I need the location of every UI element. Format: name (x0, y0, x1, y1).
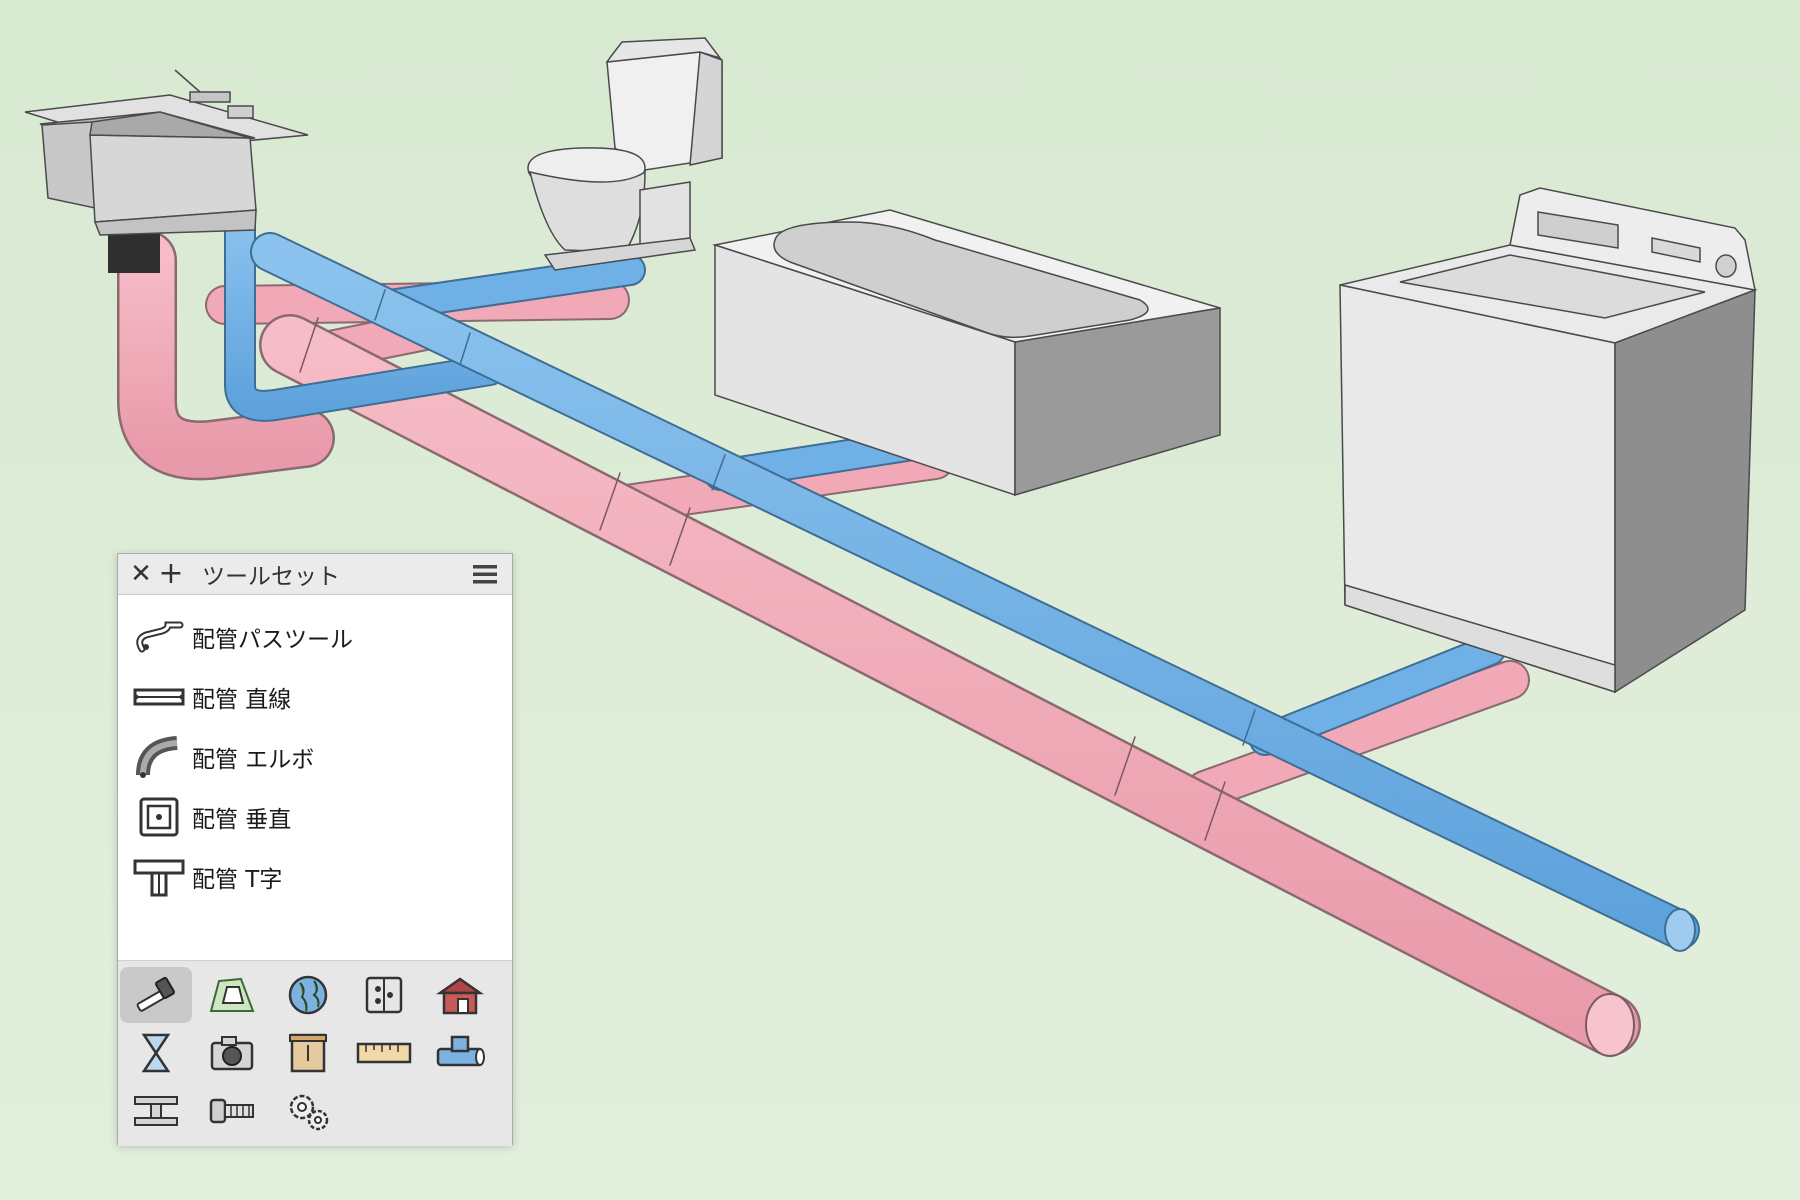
tool-list: 配管パスツール 配管 直線 配管 エルボ 配管 垂直 配管 T字 (118, 595, 512, 993)
tool-label: 配管パスツール (192, 627, 353, 653)
toolset-palette[interactable]: ✕ + ツールセット 配管パスツール 配管 直線 配管 エルボ (117, 553, 513, 1146)
cabinet-icon[interactable] (272, 1025, 344, 1081)
tool-pipe-tee[interactable]: 配管 T字 (118, 847, 512, 907)
bathtub-side (1014, 307, 1221, 497)
camera-icon[interactable] (196, 1025, 268, 1081)
hammer-icon[interactable] (120, 967, 192, 1023)
pipe-tee-icon (132, 855, 186, 899)
ruler-icon[interactable] (348, 1025, 420, 1081)
palette-title: ツールセット (202, 564, 340, 590)
close-icon[interactable]: ✕ (130, 559, 152, 589)
add-icon[interactable]: + (158, 556, 184, 591)
sink-faucet (189, 91, 231, 103)
tool-pipe-straight[interactable]: 配管 直線 (118, 667, 512, 727)
washing-machine[interactable] (1339, 187, 1758, 694)
tool-label: 配管 垂直 (192, 807, 292, 833)
supply-pipes[interactable] (224, 199, 1700, 952)
pipe-straight-icon (132, 675, 186, 719)
tool-pipe-path[interactable]: 配管パスツール (118, 607, 512, 667)
sink[interactable] (24, 69, 309, 236)
toolset-icon-grid (118, 960, 512, 1146)
toilet[interactable] (527, 37, 723, 271)
bathtub-basin (773, 221, 1149, 339)
hamburger-menu-icon[interactable] (472, 561, 498, 587)
pipe-vertical-icon (132, 795, 186, 839)
pipe-fitting-icon[interactable] (424, 1025, 496, 1081)
drain-pipes[interactable] (108, 218, 1641, 1057)
pipe-elbow-icon (132, 735, 186, 779)
palette-header: ✕ + ツールセット (118, 554, 512, 595)
tool-label: 配管 T字 (192, 867, 283, 893)
steel-beam-icon[interactable] (120, 1083, 192, 1139)
drain-outlet (1585, 993, 1635, 1057)
hourglass-icon[interactable] (120, 1025, 192, 1081)
tool-pipe-vertical[interactable]: 配管 垂直 (118, 787, 512, 847)
washer-lid (1399, 254, 1706, 319)
bathtub[interactable] (712, 209, 1221, 497)
toilet-base (543, 237, 697, 271)
washer-knob (1715, 254, 1737, 278)
tool-label: 配管 直線 (192, 687, 292, 713)
pipe-path-icon (132, 615, 186, 659)
washer-control-panel (1509, 187, 1756, 291)
bolt-icon[interactable] (196, 1083, 268, 1139)
panel-icon[interactable] (348, 967, 420, 1023)
gears-icon[interactable] (272, 1083, 344, 1139)
supply-outlet (1664, 908, 1696, 952)
sink-basin-left (41, 121, 96, 209)
site-plan-icon[interactable] (196, 967, 268, 1023)
tool-label: 配管 エルボ (192, 747, 315, 773)
sink-basin-right (89, 134, 257, 223)
globe-icon[interactable] (272, 967, 344, 1023)
house-icon[interactable] (424, 967, 496, 1023)
tool-pipe-elbow[interactable]: 配管 エルボ (118, 727, 512, 787)
washer-side (1614, 288, 1756, 694)
